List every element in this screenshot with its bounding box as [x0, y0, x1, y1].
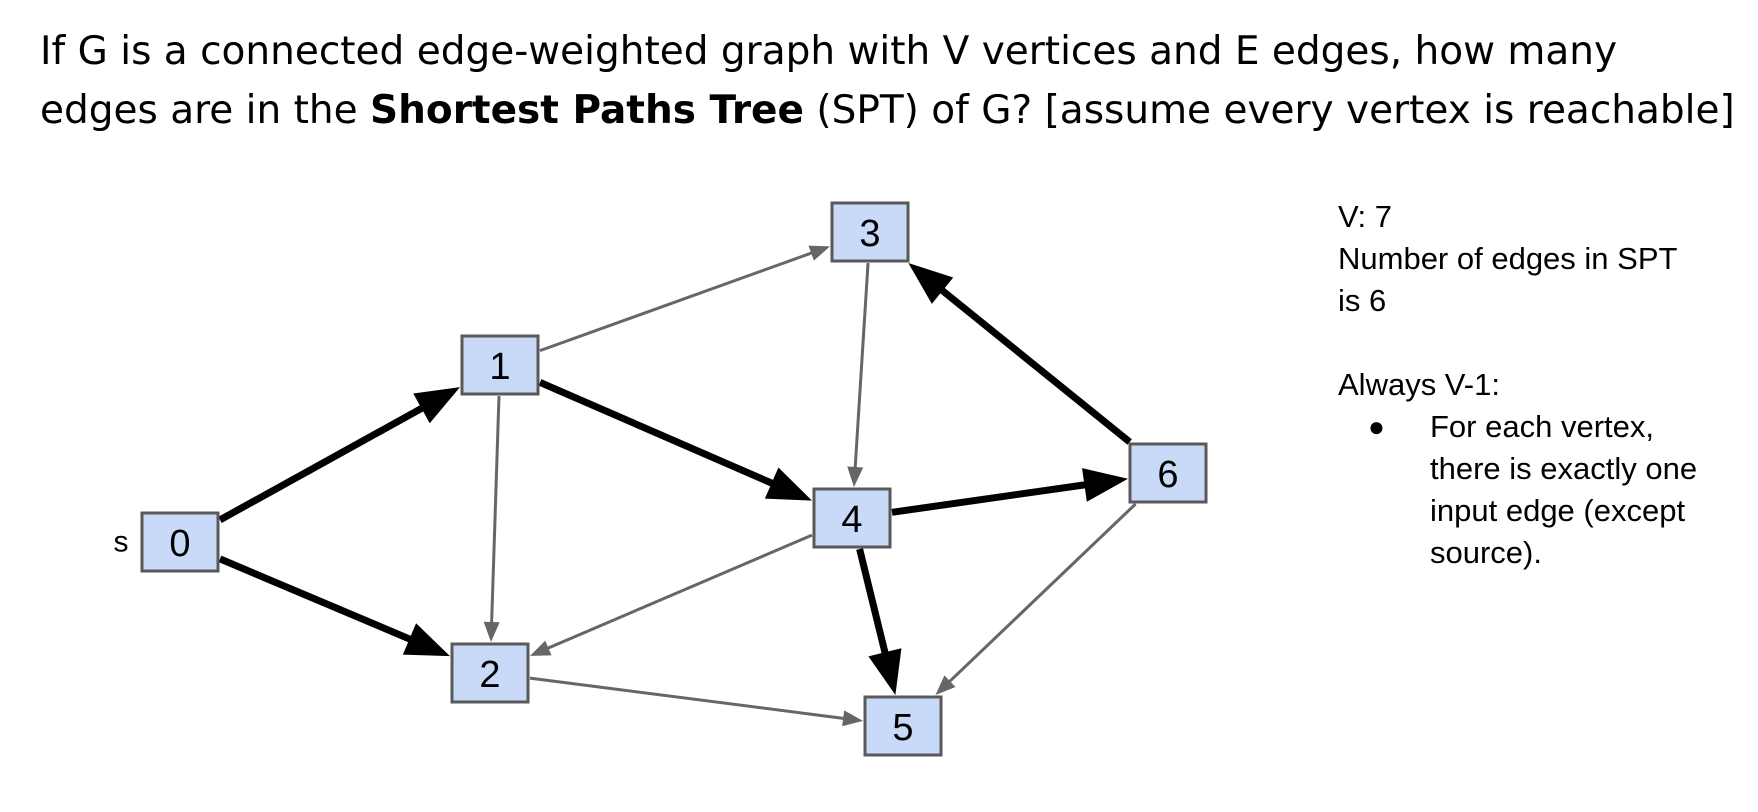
edge-1-4	[538, 379, 812, 501]
edge-4-6	[891, 468, 1128, 516]
node-0: 0	[140, 511, 220, 573]
node-5: 5	[863, 695, 943, 757]
node-label: 4	[841, 499, 862, 541]
arrowhead-icon	[483, 621, 500, 642]
explanation-line: source).	[1430, 535, 1542, 570]
node-label: 1	[489, 346, 510, 388]
edge-line	[545, 533, 813, 651]
node-4: 4	[812, 487, 892, 549]
node-1: 1	[460, 334, 540, 396]
edge-0-1	[218, 387, 460, 523]
explanation-line: input edge (except	[1430, 493, 1686, 528]
arrowhead-icon	[847, 466, 864, 487]
edge-line	[938, 286, 1132, 445]
arrowhead-icon	[402, 623, 450, 657]
arrowhead-icon	[1082, 468, 1128, 502]
explanation-line: For each vertex,	[1430, 409, 1654, 444]
explanation-line: there is exactly one	[1430, 451, 1698, 486]
edge-line	[218, 404, 425, 523]
edge-4-2	[530, 533, 813, 656]
question-part-2: (SPT) of G? [assume every vertex is reac…	[803, 88, 1735, 133]
node-3: 3	[830, 201, 910, 263]
arrowhead-icon	[868, 648, 902, 695]
node-label: 3	[859, 213, 880, 255]
arrowhead-icon	[842, 710, 863, 727]
edge-6-3	[908, 263, 1132, 445]
edge-line	[856, 548, 889, 656]
notes-panel: V: 7 Number of edges in SPT is 6 Always …	[1338, 196, 1758, 574]
edges	[218, 245, 1137, 727]
edge-2-5	[529, 676, 863, 727]
node-box	[140, 511, 220, 573]
question-bold-term: Shortest Paths Tree	[370, 88, 804, 133]
explanation-list: ● For each vertex, there is exactly one …	[1338, 406, 1758, 574]
arrowhead-icon	[908, 263, 954, 304]
node-label: 6	[1157, 454, 1178, 496]
edge-line	[539, 251, 814, 353]
node-2: 2	[450, 642, 530, 704]
spt-edge-count-line-1: Number of edges in SPT	[1338, 241, 1678, 276]
explanation-item: ● For each vertex, there is exactly one …	[1338, 406, 1740, 574]
arrowhead-icon	[808, 245, 830, 261]
node-box	[460, 334, 540, 396]
edge-1-3	[539, 245, 830, 353]
arrowhead-icon	[935, 675, 956, 695]
arrowhead-icon	[530, 640, 552, 656]
node-6: 6	[1128, 442, 1208, 504]
node-box	[863, 695, 943, 757]
node-box	[812, 487, 892, 549]
spt-edge-count-line-2: is 6	[1338, 283, 1387, 318]
edge-4-5	[856, 548, 902, 695]
question-text: If G is a connected edge-weighted graph …	[40, 22, 1740, 140]
question-part-1: If G is a connected edge-weighted graph …	[40, 29, 1618, 133]
edge-line	[891, 481, 1087, 516]
node-box	[450, 642, 530, 704]
node-box	[830, 201, 910, 263]
vertex-count: V: 7	[1338, 199, 1392, 234]
edge-6-5	[935, 502, 1137, 695]
nodes: 0 1 2 3 4 5 6	[140, 201, 1208, 757]
edge-1-2	[483, 395, 501, 642]
bullet-icon: ●	[1368, 411, 1385, 442]
edge-3-4	[847, 262, 870, 487]
node-label: 5	[892, 707, 913, 749]
node-label: 0	[169, 523, 190, 565]
always-heading: Always V-1:	[1338, 367, 1500, 402]
edge-0-2	[218, 555, 450, 657]
node-box	[1128, 442, 1208, 504]
edge-line	[947, 502, 1137, 684]
spacer	[1338, 322, 1758, 364]
arrowhead-icon	[413, 387, 460, 424]
source-label: s	[114, 526, 129, 559]
edge-line	[218, 555, 413, 643]
edge-line	[490, 395, 501, 625]
edge-line	[853, 262, 870, 470]
node-label: 2	[479, 654, 500, 696]
edge-line	[538, 379, 775, 488]
edge-line	[529, 676, 846, 721]
arrowhead-icon	[764, 467, 812, 501]
